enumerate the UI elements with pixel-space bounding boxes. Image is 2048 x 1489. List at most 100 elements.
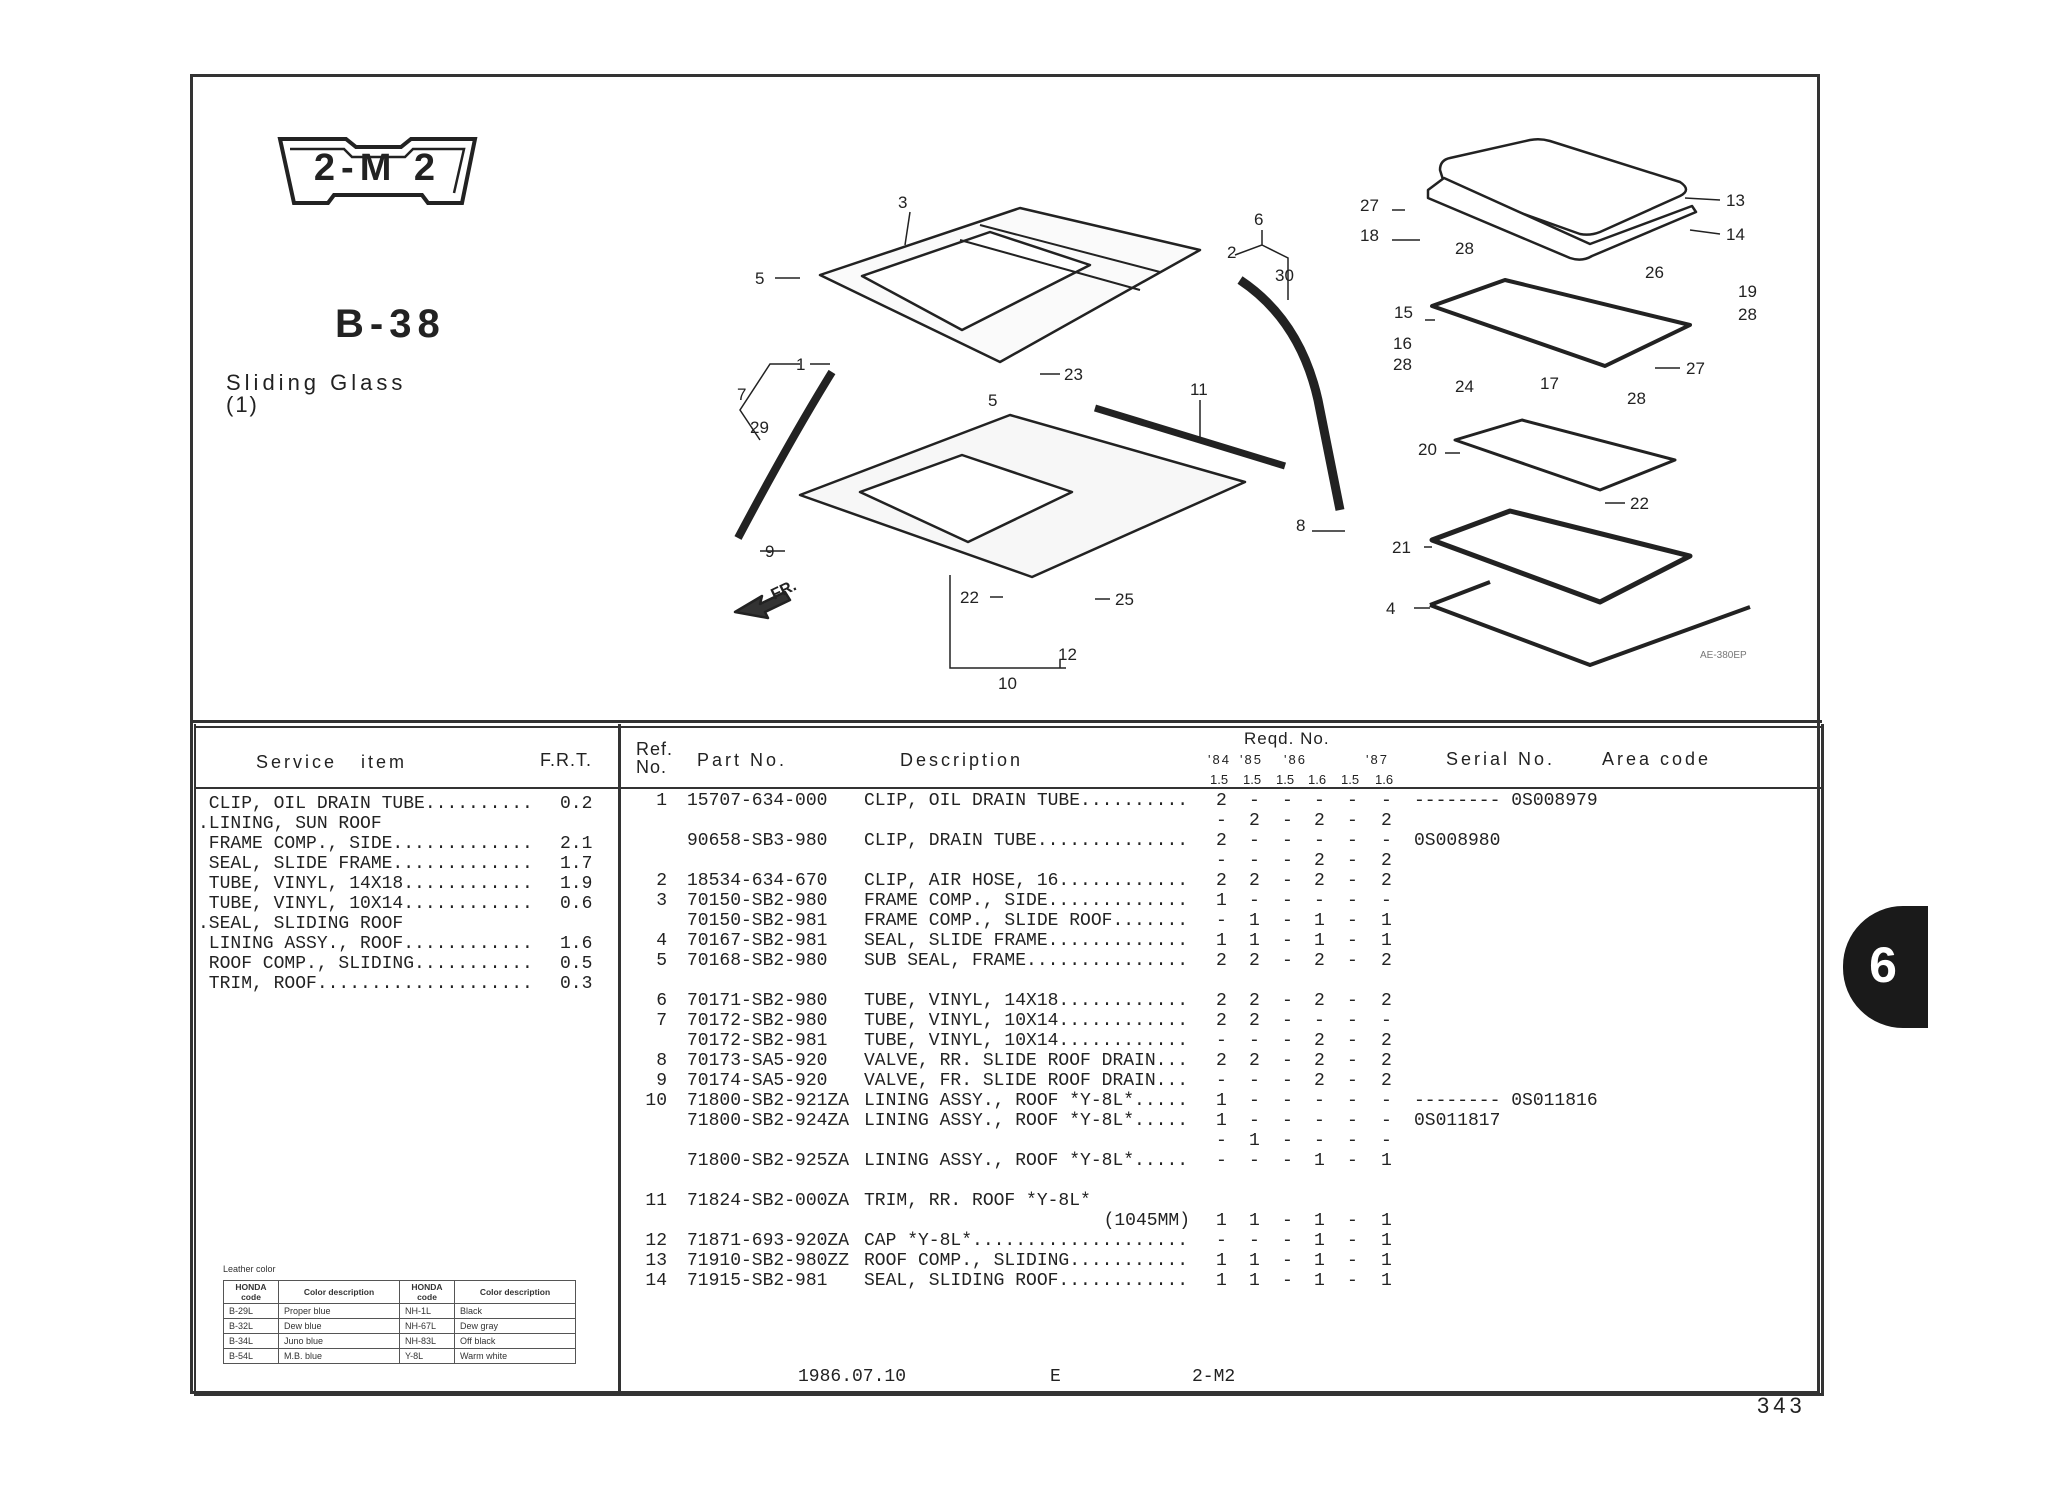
seal-part-4 bbox=[1429, 580, 1751, 667]
required-qty: - bbox=[1381, 891, 1392, 911]
description: LINING ASSY., ROOF *Y-8L*..... bbox=[864, 1151, 1189, 1171]
required-qty: - bbox=[1282, 1051, 1293, 1071]
callout-28d: 28 bbox=[1627, 389, 1646, 408]
engine-size: 1.5 bbox=[1210, 772, 1229, 787]
required-qty: - bbox=[1216, 851, 1227, 871]
required-qty: - bbox=[1249, 1111, 1260, 1131]
required-qty: - bbox=[1347, 1231, 1358, 1251]
required-qty: 2 bbox=[1381, 811, 1392, 831]
service-item: TUBE, VINYL, 14X18............ bbox=[198, 874, 533, 894]
required-qty: - bbox=[1314, 831, 1325, 851]
honda-code: B-34L bbox=[223, 1333, 279, 1349]
part-number: 18534-634-670 bbox=[687, 871, 828, 891]
footer-code: 2-M2 bbox=[1192, 1367, 1236, 1387]
required-qty: - bbox=[1347, 1251, 1358, 1271]
frt-value: 1.9 bbox=[560, 874, 593, 894]
required-qty: - bbox=[1381, 1011, 1392, 1031]
serial-no: -------- 0S008979 bbox=[1414, 791, 1598, 811]
callout-16: 16 bbox=[1393, 334, 1412, 353]
required-qty: 2 bbox=[1381, 951, 1392, 971]
frt-value: 0.6 bbox=[560, 894, 593, 914]
required-qty: - bbox=[1282, 1211, 1293, 1231]
description: TUBE, VINYL, 10X14............ bbox=[864, 1011, 1189, 1031]
section-title-text: Sliding Glass bbox=[226, 370, 407, 395]
leather-header: Color description bbox=[278, 1280, 400, 1304]
required-qty: 1 bbox=[1216, 1271, 1227, 1291]
required-qty: 1 bbox=[1216, 1091, 1227, 1111]
honda-code: NH-1L bbox=[399, 1303, 455, 1319]
service-item: ROOF COMP., SLIDING........... bbox=[198, 954, 533, 974]
required-qty: 1 bbox=[1381, 911, 1392, 931]
required-qty: 1 bbox=[1249, 1271, 1260, 1291]
ref-no: 14 bbox=[645, 1271, 667, 1291]
required-qty: - bbox=[1381, 1131, 1392, 1151]
required-qty: 1 bbox=[1249, 1131, 1260, 1151]
leather-header: HONDA code bbox=[223, 1280, 279, 1304]
honda-code: B-29L bbox=[223, 1303, 279, 1319]
required-qty: 1 bbox=[1314, 1151, 1325, 1171]
color-description: Proper blue bbox=[278, 1303, 400, 1319]
ref-header-text: Ref. bbox=[636, 739, 674, 759]
part-number: 71871-693-920ZA bbox=[687, 1231, 850, 1251]
required-qty: - bbox=[1282, 1071, 1293, 1091]
required-qty: 1 bbox=[1314, 1211, 1325, 1231]
required-qty: - bbox=[1249, 851, 1260, 871]
required-qty: - bbox=[1347, 791, 1358, 811]
required-qty: 2 bbox=[1216, 951, 1227, 971]
callout-13: 13 bbox=[1726, 191, 1745, 210]
required-qty: 2 bbox=[1314, 1031, 1325, 1051]
required-qty: 1 bbox=[1249, 931, 1260, 951]
description: TUBE, VINYL, 14X18............ bbox=[864, 991, 1189, 1011]
required-qty: 2 bbox=[1314, 871, 1325, 891]
required-qty: 2 bbox=[1381, 991, 1392, 1011]
reqd-no-header: Reqd. No. bbox=[1244, 729, 1330, 748]
required-qty: 1 bbox=[1381, 1251, 1392, 1271]
required-qty: - bbox=[1249, 791, 1260, 811]
engine-size: 1.6 bbox=[1308, 772, 1327, 787]
required-qty: 2 bbox=[1249, 991, 1260, 1011]
required-qty: 1 bbox=[1249, 1251, 1260, 1271]
required-qty: 2 bbox=[1249, 871, 1260, 891]
required-qty: - bbox=[1314, 1091, 1325, 1111]
ref-no: 4 bbox=[656, 931, 667, 951]
callout-14: 14 bbox=[1726, 225, 1745, 244]
honda-code: NH-83L bbox=[399, 1333, 455, 1349]
honda-code: B-32L bbox=[223, 1318, 279, 1334]
required-qty: - bbox=[1381, 791, 1392, 811]
required-qty: - bbox=[1216, 1131, 1227, 1151]
callout-24: 24 bbox=[1455, 377, 1474, 396]
part-no-header: Part No. bbox=[697, 750, 788, 770]
required-qty: - bbox=[1314, 791, 1325, 811]
service-item: TUBE, VINYL, 10X14............ bbox=[198, 894, 533, 914]
callout-28: 28 bbox=[1455, 239, 1474, 258]
callout-9: 9 bbox=[765, 542, 774, 561]
required-qty: 1 bbox=[1381, 931, 1392, 951]
ref-no: 9 bbox=[656, 1071, 667, 1091]
required-qty: - bbox=[1282, 1131, 1293, 1151]
callout-19: 19 bbox=[1738, 282, 1757, 301]
service-item: FRAME COMP., SIDE............. bbox=[198, 834, 533, 854]
engine-size: 1.5 bbox=[1276, 772, 1295, 787]
required-qty: 2 bbox=[1381, 1051, 1392, 1071]
required-qty: - bbox=[1347, 831, 1358, 851]
required-qty: - bbox=[1347, 1031, 1358, 1051]
callout-29: 29 bbox=[750, 418, 769, 437]
description: CLIP, OIL DRAIN TUBE.......... bbox=[864, 791, 1189, 811]
required-qty: 2 bbox=[1216, 871, 1227, 891]
ref-no: 2 bbox=[656, 871, 667, 891]
required-qty: - bbox=[1282, 951, 1293, 971]
page-frame bbox=[190, 74, 1820, 1394]
required-qty: 2 bbox=[1216, 991, 1227, 1011]
required-qty: - bbox=[1347, 891, 1358, 911]
required-qty: 1 bbox=[1314, 911, 1325, 931]
serial-no-header: Serial No. bbox=[1446, 749, 1556, 769]
footer-date: 1986.07.10 bbox=[798, 1367, 907, 1387]
